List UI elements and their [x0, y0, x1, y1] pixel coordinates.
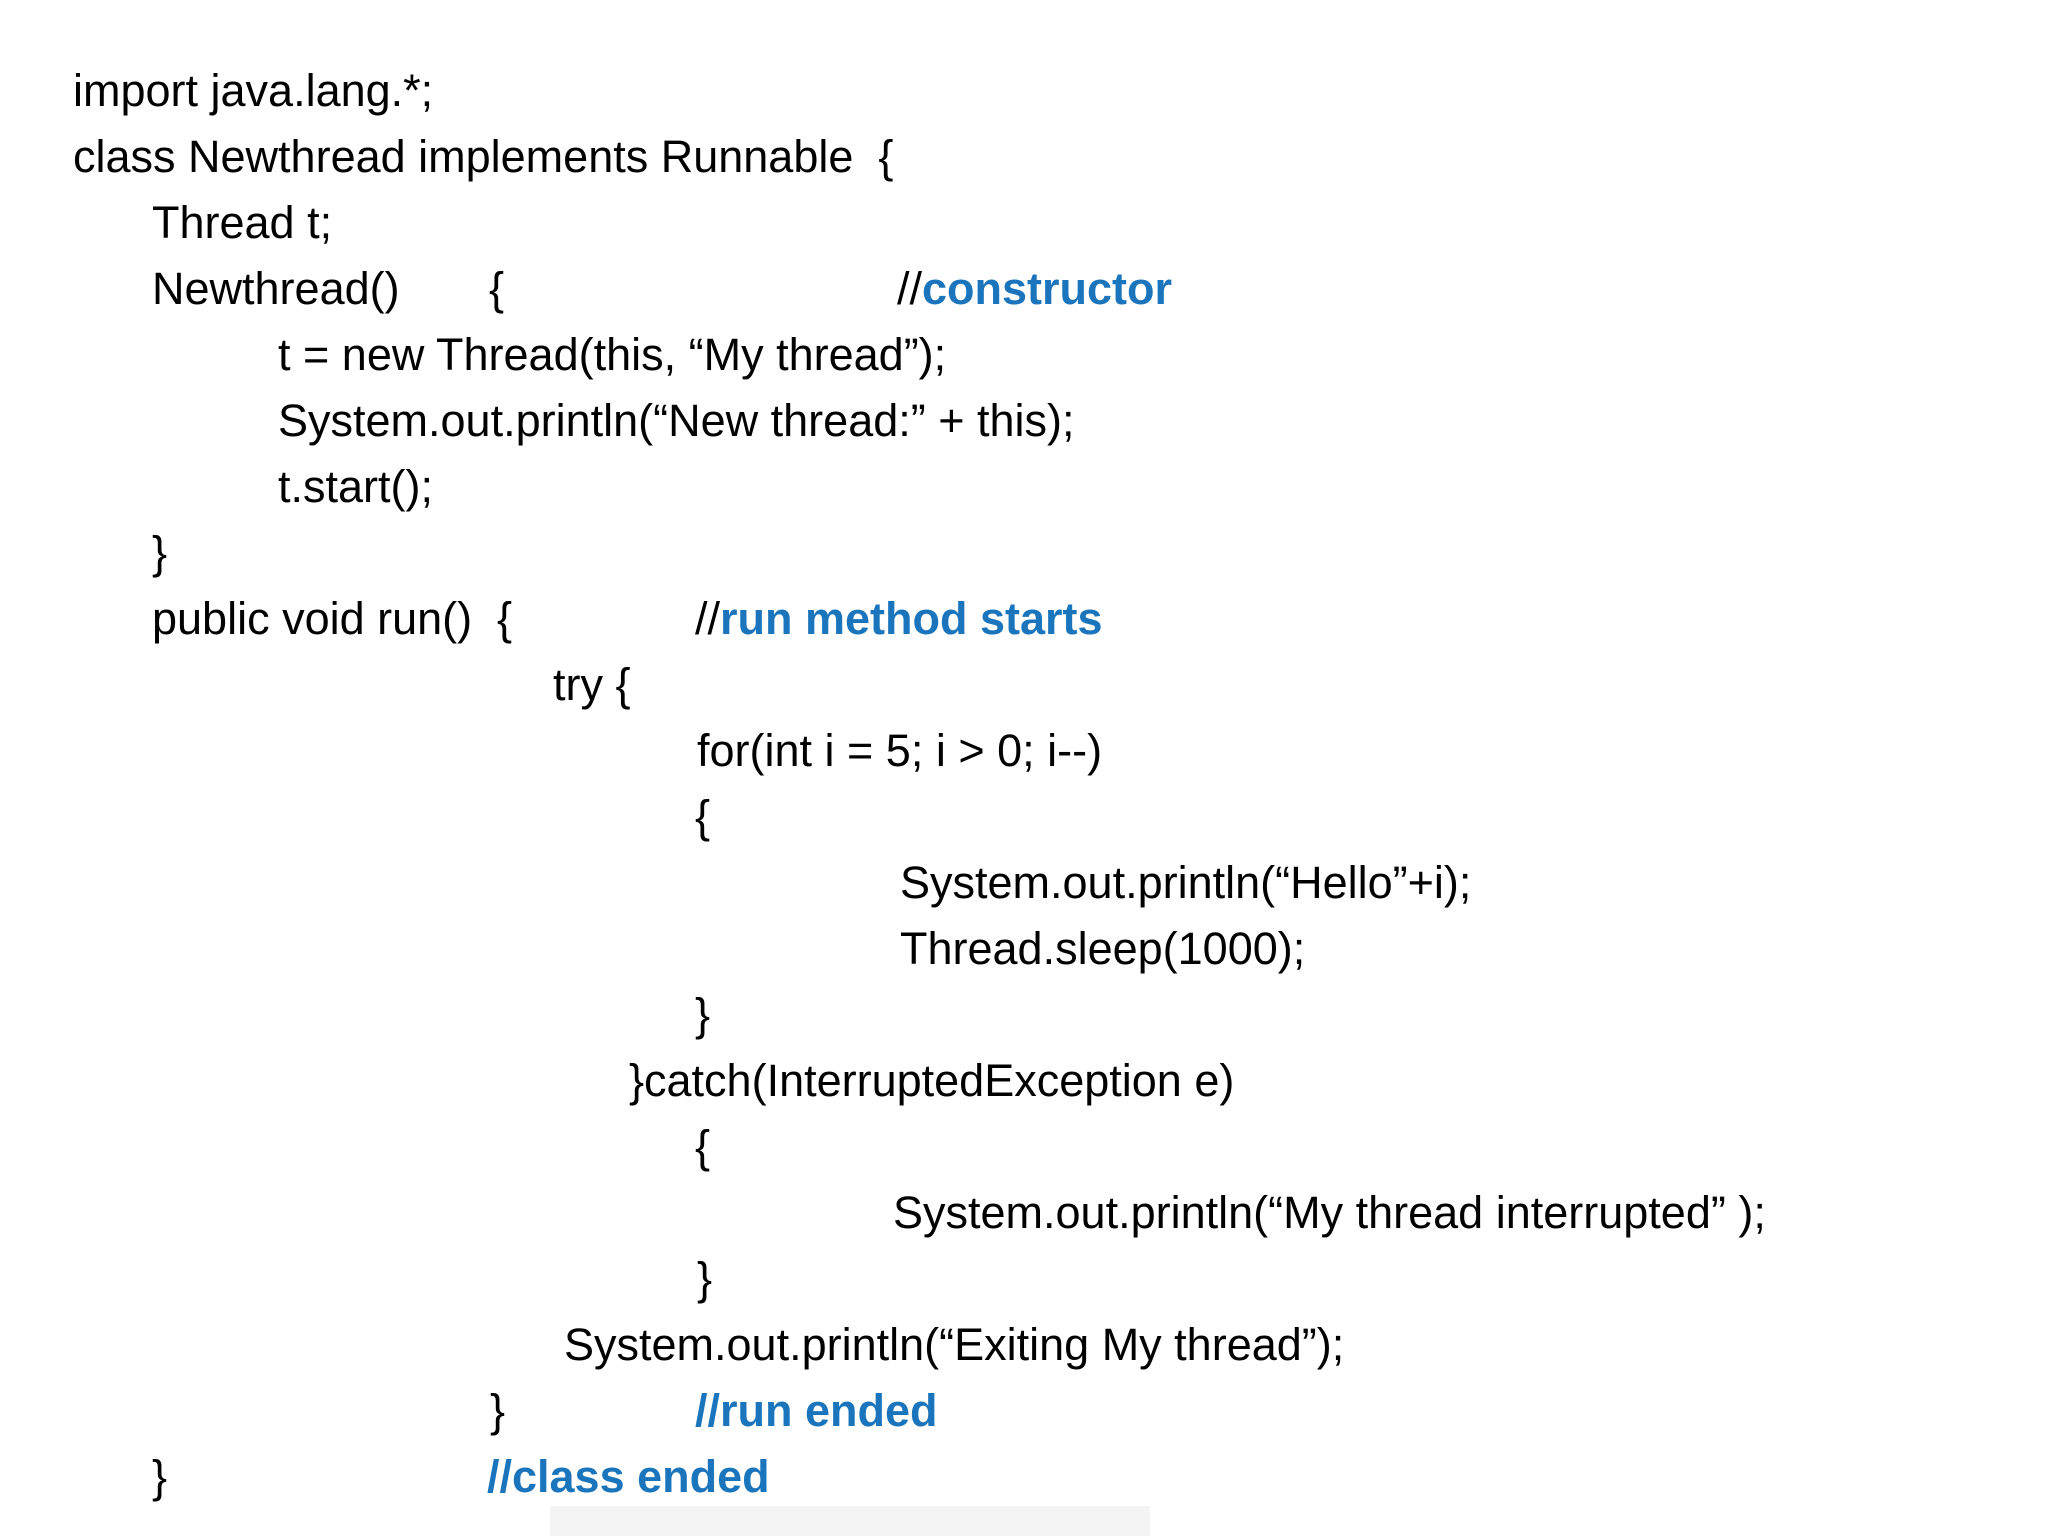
code-text: t = new Thread(this, “My thread”);: [278, 329, 947, 380]
code-text: System.out.println(“Hello”+i);: [900, 857, 1472, 908]
code-line-19: }: [0, 1246, 2048, 1312]
code-segment: }: [697, 1246, 712, 1312]
code-line-12: {: [0, 784, 2048, 850]
code-line-20: System.out.println(“Exiting My thread”);: [0, 1312, 2048, 1378]
code-text: {: [497, 593, 513, 644]
code-line-13: System.out.println(“Hello”+i);: [0, 850, 2048, 916]
code-segment: //constructor: [897, 256, 1172, 322]
code-segment: }: [695, 982, 710, 1048]
code-text: {: [489, 263, 505, 314]
code-segment: Thread.sleep(1000);: [900, 916, 1305, 982]
code-text: }: [152, 527, 168, 578]
code-text: System.out.println(“New thread:” + this)…: [278, 395, 1075, 446]
code-segment: System.out.println(“Hello”+i);: [900, 850, 1471, 916]
code-segment: System.out.println(“My thread interrupte…: [893, 1180, 1766, 1246]
code-line-2: class Newthread implements Runnable {: [0, 124, 2048, 190]
code-line-5: t = new Thread(this, “My thread”);: [0, 322, 2048, 388]
code-segment: //run ended: [695, 1378, 938, 1444]
code-line-7: t.start();: [0, 454, 2048, 520]
code-text: System.out.println(“My thread interrupte…: [893, 1187, 1766, 1238]
code-line-22: } //class ended: [0, 1444, 2048, 1510]
code-text: t.start();: [278, 461, 433, 512]
code-text: }catch(InterruptedException e): [629, 1055, 1235, 1106]
code-segment: for(int i = 5; i > 0; i--): [697, 718, 1102, 784]
code-segment: try {: [553, 652, 631, 718]
code-line-10: try {: [0, 652, 2048, 718]
bottom-artifact-strip: [550, 1506, 1150, 1536]
code-text: System.out.println(“Exiting My thread”);: [564, 1319, 1345, 1370]
code-segment: System.out.println(“New thread:” + this)…: [278, 388, 1075, 454]
code-line-15: }: [0, 982, 2048, 1048]
code-segment: }: [152, 520, 167, 586]
code-line-18: System.out.println(“My thread interrupte…: [0, 1180, 2048, 1246]
code-text: }: [695, 989, 711, 1040]
code-text: {: [695, 1121, 711, 1172]
code-segment: Newthread(): [152, 256, 400, 322]
code-line-14: Thread.sleep(1000);: [0, 916, 2048, 982]
comment-text: //run ended: [695, 1385, 938, 1436]
comment-text: //class ended: [487, 1451, 770, 1502]
code-segment: {: [695, 784, 710, 850]
code-segment: {: [489, 256, 504, 322]
code-text: Thread t;: [152, 197, 333, 248]
code-text: Thread.sleep(1000);: [900, 923, 1306, 974]
code-text: class Newthread implements Runnable {: [73, 131, 894, 182]
code-line-8: }: [0, 520, 2048, 586]
code-segment: public void run(): [152, 586, 472, 652]
code-line-11: for(int i = 5; i > 0; i--): [0, 718, 2048, 784]
code-segment: //class ended: [487, 1444, 770, 1510]
code-line-16: }catch(InterruptedException e): [0, 1048, 2048, 1114]
code-line-4: Newthread() { //constructor: [0, 256, 2048, 322]
code-line-1: import java.lang.*;: [0, 58, 2048, 124]
code-segment: }: [490, 1378, 505, 1444]
comment-text: constructor: [922, 263, 1173, 314]
code-segment: t.start();: [278, 454, 433, 520]
code-line-17: {: [0, 1114, 2048, 1180]
code-text: //: [897, 263, 923, 314]
code-line-21: } //run ended: [0, 1378, 2048, 1444]
code-text: public void run(): [152, 593, 473, 644]
code-text: }: [152, 1451, 168, 1502]
code-segment: }: [152, 1444, 167, 1510]
code-text: import java.lang.*;: [73, 65, 434, 116]
code-text: }: [490, 1385, 506, 1436]
comment-text: run method starts: [720, 593, 1103, 644]
code-segment: {: [497, 586, 512, 652]
code-text: for(int i = 5; i > 0; i--): [697, 725, 1103, 776]
code-segment: class Newthread implements Runnable {: [73, 124, 893, 190]
code-segment: //run method starts: [695, 586, 1103, 652]
code-line-9: public void run() { //run method starts: [0, 586, 2048, 652]
code-segment: {: [695, 1114, 710, 1180]
code-text: try {: [553, 659, 631, 710]
code-segment: import java.lang.*;: [73, 58, 433, 124]
code-text: {: [695, 791, 711, 842]
code-segment: }catch(InterruptedException e): [629, 1048, 1234, 1114]
code-text: Newthread(): [152, 263, 400, 314]
code-text: }: [697, 1253, 713, 1304]
code-line-6: System.out.println(“New thread:” + this)…: [0, 388, 2048, 454]
code-segment: Thread t;: [152, 190, 332, 256]
code-text: //: [695, 593, 721, 644]
code-line-3: Thread t;: [0, 190, 2048, 256]
code-segment: System.out.println(“Exiting My thread”);: [564, 1312, 1344, 1378]
code-segment: t = new Thread(this, “My thread”);: [278, 322, 946, 388]
